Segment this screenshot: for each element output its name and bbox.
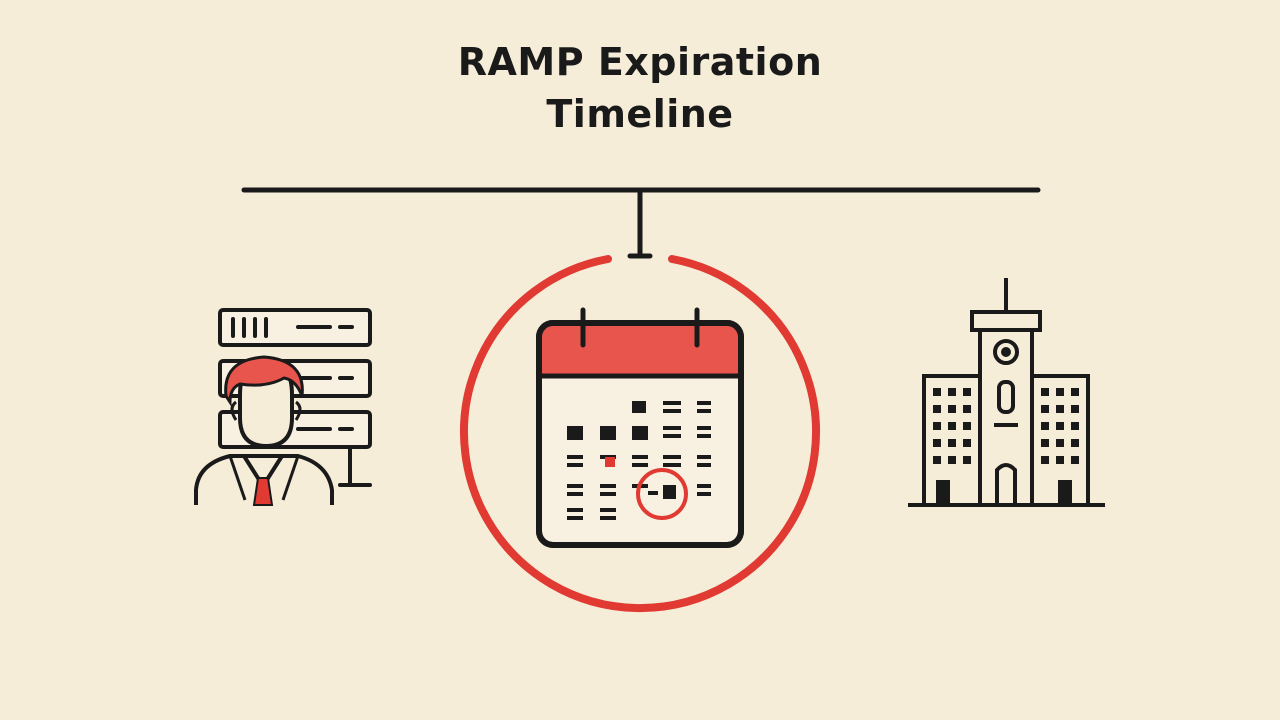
- calendar-day-grid: [567, 401, 711, 520]
- page-title: RAMP Expiration Timeline: [0, 36, 1280, 140]
- highlighted-date-marker: [636, 468, 688, 520]
- title-line-1: RAMP Expiration: [457, 40, 823, 84]
- building-windows: [933, 388, 1079, 505]
- timeline-connector: [241, 187, 1041, 259]
- highlight-ring: [460, 255, 820, 612]
- person-server-icon: [194, 308, 372, 506]
- calendar-icon: [536, 307, 744, 548]
- title-line-2: Timeline: [546, 92, 734, 136]
